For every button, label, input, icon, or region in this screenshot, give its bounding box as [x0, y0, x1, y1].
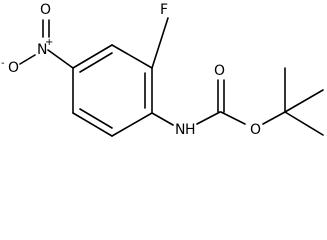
ester-o-label: O — [250, 122, 261, 138]
bond-nitro-n-o-left — [19, 54, 36, 65]
bond-quaternary-c-methyl-bottom — [284, 111, 324, 136]
benzene-ring — [72, 44, 153, 137]
carbonyl-o-label: O — [214, 63, 225, 79]
bond-amine-n-carbonyl-c — [196, 111, 221, 125]
bond-quaternary-c-methyl-right — [284, 89, 324, 113]
ring-double-bond-c3-c4 — [79, 108, 113, 129]
nitro-o-top-label: O — [40, 2, 51, 18]
nitro-n-label: N — [37, 42, 47, 58]
amine-n-label: N — [175, 122, 185, 138]
bond-c1-fluorine — [151, 17, 169, 69]
ring-bond-c2-c3 — [111, 112, 153, 137]
bond-ester-o-quaternary-c — [262, 111, 286, 125]
nitro-n-plus-charge: + — [45, 37, 53, 48]
bond-c4-nitro-n — [47, 49, 74, 69]
chemical-structure-diagram: F N + O O - N H O O — [1, 2, 324, 138]
ring-bond-c5-c6 — [72, 44, 113, 69]
ring-bond-c3-c4 — [72, 112, 113, 137]
bond-c2-amine-n — [151, 112, 174, 126]
nitro-o-left-label: O — [8, 60, 19, 76]
amine-h-label: H — [185, 122, 196, 138]
bond-carbonyl-c-ester-o — [220, 111, 246, 125]
fluorine-label: F — [160, 2, 168, 18]
ring-bond-c6-c1 — [111, 44, 153, 69]
ring-double-bond-c5-c6 — [79, 52, 113, 73]
nitro-o-minus-charge: - — [1, 58, 5, 69]
